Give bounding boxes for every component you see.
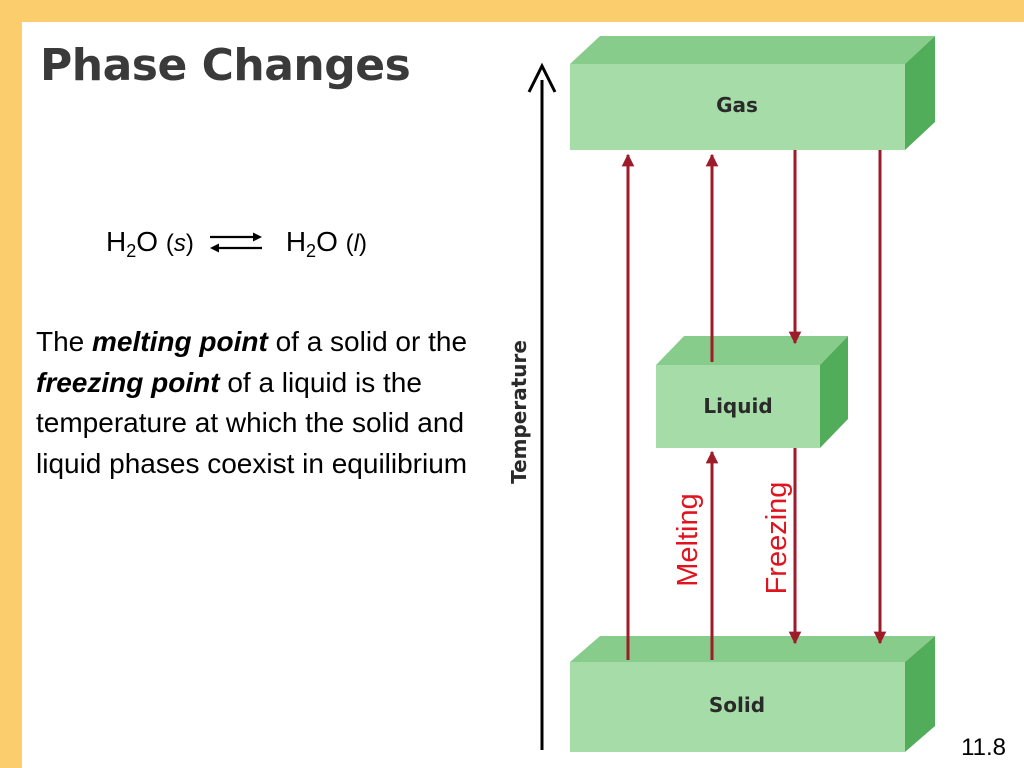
phase-equation: H2O (s) H2O (l) (106, 222, 367, 262)
left-accent-bar (0, 22, 22, 768)
slide-number: 11.8 (961, 734, 1006, 761)
term-freezing-point: freezing point (36, 366, 220, 398)
state-liquid: l (353, 230, 359, 257)
melting-label: Melting (672, 493, 704, 587)
gas-phase-box: Gas (570, 36, 935, 150)
state-solid: s (173, 230, 186, 257)
equilibrium-arrow-icon (209, 232, 262, 253)
equation-right: H2O (l) (285, 226, 367, 261)
liquid-phase-box: Liquid (656, 336, 848, 448)
temperature-axis-arrowhead (527, 62, 557, 93)
solid-phase-box: Solid (570, 636, 935, 752)
definition-text: The melting point of a solid or the free… (36, 326, 468, 479)
top-accent-bar (0, 0, 1024, 22)
liquid-label: Liquid (703, 394, 772, 418)
gas-label: Gas (716, 93, 758, 117)
slide-title: Phase Changes (40, 40, 411, 91)
temperature-axis-label: Temperature (507, 340, 531, 484)
solid-label: Solid (709, 693, 765, 717)
equation-left: H2O (s) (106, 226, 194, 261)
freezing-label: Freezing (761, 482, 793, 595)
term-melting-point: melting point (92, 326, 268, 357)
